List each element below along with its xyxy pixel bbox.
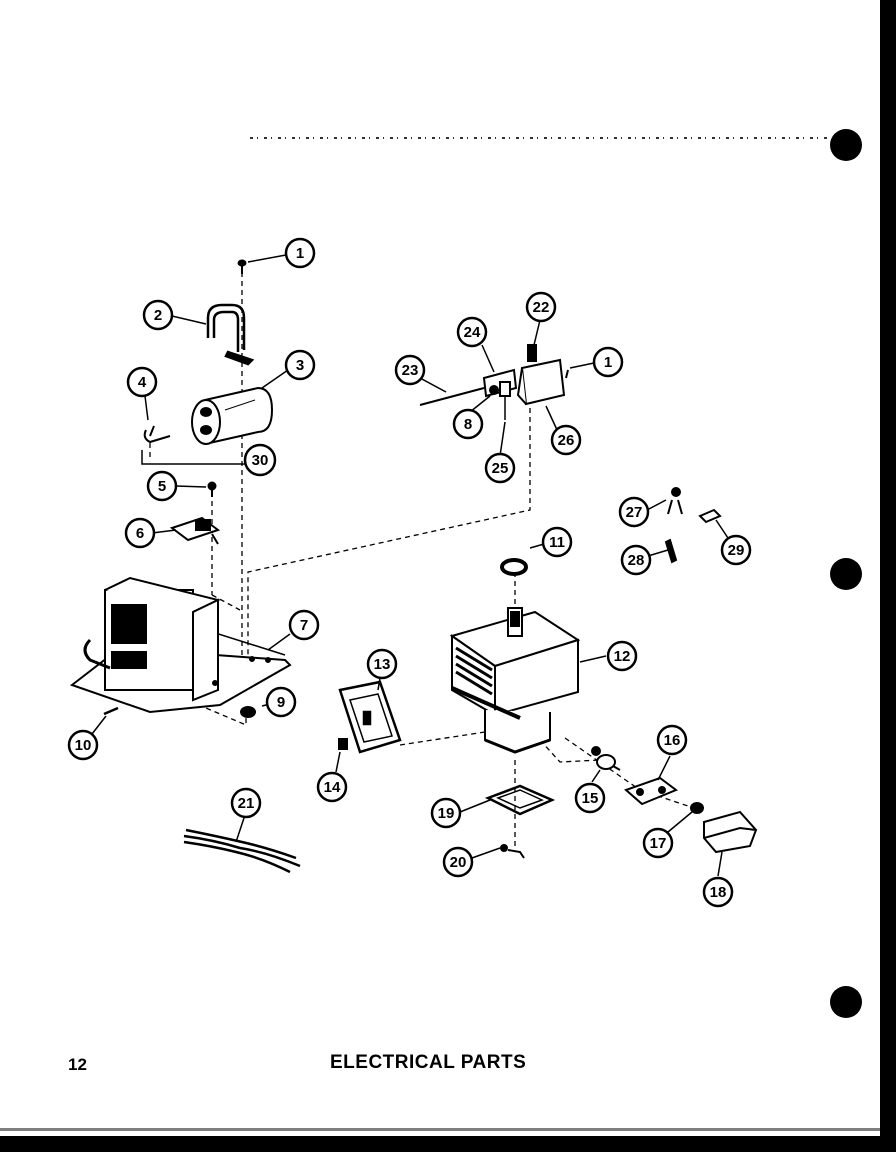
cover-part-18 [703, 810, 758, 854]
svg-text:19: 19 [438, 805, 455, 822]
thermostat-assembly [419, 344, 569, 420]
page-number: 12 [68, 1055, 87, 1074]
callout-21: 21 [230, 787, 262, 819]
clip-part-4 [143, 425, 171, 444]
callout-1-right: 1 [592, 346, 624, 378]
svg-text:29: 29 [728, 542, 745, 559]
svg-text:4: 4 [138, 374, 147, 391]
svg-text:2: 2 [154, 307, 162, 324]
wire-harness-part-21 [183, 828, 301, 874]
callout-7: 7 [288, 609, 320, 641]
gasket-part-11 [500, 558, 528, 576]
capacitor-bracket-part-30 [141, 450, 259, 465]
connector-part-14 [338, 738, 348, 750]
svg-text:21: 21 [238, 795, 255, 812]
callout-23: 23 [394, 354, 426, 386]
callout-4: 4 [126, 366, 158, 398]
svg-text:28: 28 [628, 552, 645, 569]
page-title: ELECTRICAL PARTS [330, 1052, 527, 1073]
svg-text:15: 15 [582, 790, 599, 807]
fuse-clip-parts [664, 487, 722, 564]
svg-text:17: 17 [650, 835, 667, 852]
svg-text:9: 9 [277, 694, 285, 711]
svg-text:20: 20 [450, 854, 467, 871]
callout-18: 18 [702, 876, 734, 908]
svg-text:24: 24 [464, 324, 481, 341]
svg-text:14: 14 [324, 779, 341, 796]
svg-text:12: 12 [614, 648, 631, 665]
transformer-assembly [69, 576, 292, 714]
gasket-part-19 [484, 784, 556, 816]
screw-part-1 [237, 259, 247, 274]
svg-text:11: 11 [549, 534, 565, 551]
callout-16: 16 [656, 724, 688, 756]
callout-8: 8 [452, 408, 484, 440]
callout-2: 2 [142, 299, 174, 331]
diode-part-6 [169, 516, 221, 545]
callout-9: 9 [265, 686, 297, 718]
svg-text:8: 8 [464, 416, 472, 433]
callout-13: 13 [366, 648, 398, 680]
callout-27: 27 [618, 496, 650, 528]
svg-text:10: 10 [75, 737, 92, 754]
screw-part-5 [207, 481, 217, 497]
svg-text:5: 5 [158, 478, 166, 495]
callout-25: 25 [484, 452, 516, 484]
svg-text:3: 3 [296, 357, 304, 374]
svg-text:27: 27 [626, 504, 643, 521]
callout-17: 17 [642, 827, 674, 859]
svg-text:16: 16 [664, 732, 681, 749]
callout-14: 14 [316, 771, 348, 803]
callout-15: 15 [574, 782, 606, 814]
callout-12: 12 [606, 640, 638, 672]
callout-24: 24 [456, 316, 488, 348]
svg-text:30: 30 [252, 452, 269, 469]
callout-20: 20 [442, 846, 474, 878]
svg-text:13: 13 [374, 656, 391, 673]
waveguide-frame-part-13 [338, 680, 402, 754]
svg-text:26: 26 [558, 432, 575, 449]
callout-19: 19 [430, 797, 462, 829]
callout-28: 28 [620, 544, 652, 576]
callouts: 1 2 3 4 30 5 6 24 22 1 23 8 25 26 27 29 … [67, 237, 752, 908]
svg-text:1: 1 [604, 354, 612, 371]
svg-text:18: 18 [710, 884, 727, 901]
svg-text:7: 7 [300, 617, 308, 634]
nut-part-9 [240, 706, 256, 718]
callout-3: 3 [284, 349, 316, 381]
callout-29: 29 [720, 534, 752, 566]
punch-holes [830, 129, 862, 1018]
callout-11: 11 [541, 526, 573, 558]
bracket-part-16 [624, 776, 679, 806]
thermal-cutout-part-15 [591, 746, 621, 771]
nut-part-17 [690, 802, 704, 814]
callout-5: 5 [146, 470, 178, 502]
callout-22: 22 [525, 291, 557, 323]
svg-text:6: 6 [136, 525, 144, 542]
screw-part-10 [103, 706, 119, 716]
svg-text:22: 22 [533, 299, 550, 316]
screw-part-20 [500, 844, 525, 859]
capacitor-strap-part-2 [206, 303, 255, 366]
callout-26: 26 [550, 424, 582, 456]
capacitor-part-3 [191, 386, 274, 445]
callout-1-top: 1 [284, 237, 316, 269]
svg-text:25: 25 [492, 460, 509, 477]
callout-30: 30 [243, 443, 277, 477]
svg-text:23: 23 [402, 362, 419, 379]
svg-text:1: 1 [296, 245, 304, 262]
callout-6: 6 [124, 517, 156, 549]
callout-10: 10 [67, 729, 99, 761]
magnetron-part-12 [449, 607, 581, 754]
